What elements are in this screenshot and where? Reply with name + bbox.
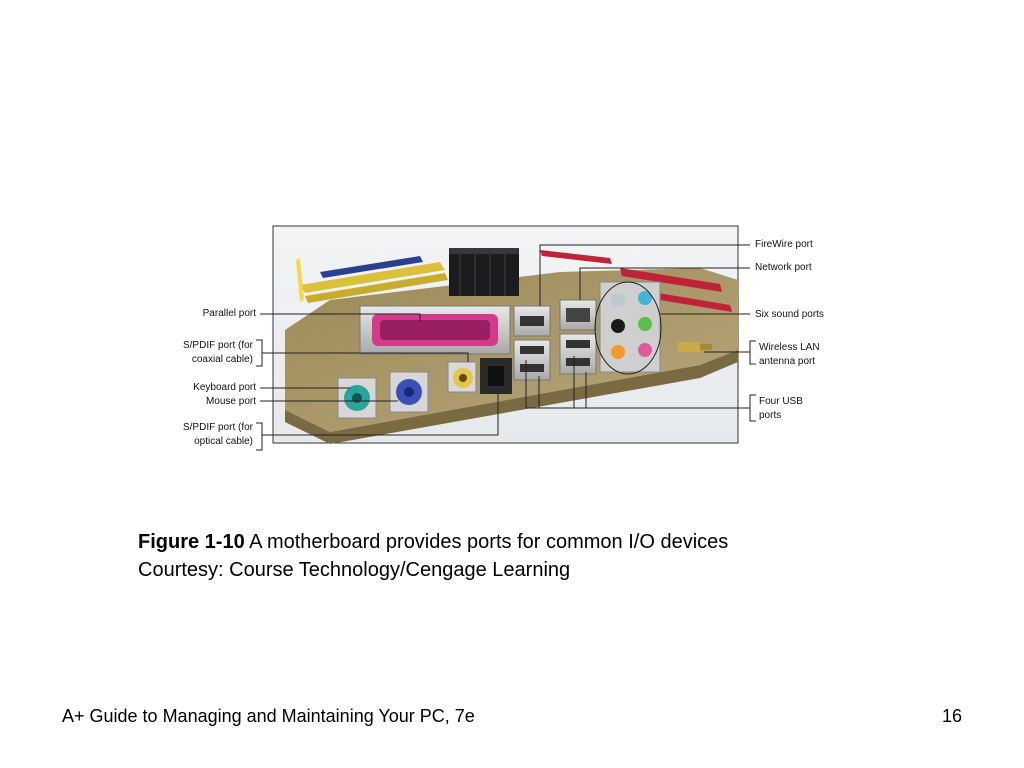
- callout-spdif-optical-line1: S/PDIF port (for: [182, 422, 253, 433]
- parallel-port: [359, 305, 511, 355]
- callout-usb-line2: ports: [759, 410, 782, 421]
- caption-line: Figure 1-10 A motherboard provides ports…: [138, 528, 728, 556]
- sound-ports: [594, 281, 662, 375]
- footer-page-number: 16: [941, 706, 962, 726]
- spdif-coax-port: [447, 361, 477, 393]
- motherboard-photo: [272, 225, 739, 444]
- callout-sound-ports: Six sound ports: [755, 309, 824, 320]
- callout-wlan-line1: Wireless LAN: [759, 342, 820, 353]
- callout-parallel-port: Parallel port: [202, 308, 256, 319]
- caption-text: A motherboard provides ports for common …: [244, 531, 729, 553]
- callout-spdif-optical-line2: optical cable): [194, 436, 253, 447]
- figure-number: Figure 1-10: [138, 531, 245, 553]
- callout-mouse-port: Mouse port: [205, 396, 256, 407]
- callout-firewire-port: FireWire port: [755, 239, 813, 250]
- callout-usb-line1: Four USB: [759, 396, 803, 407]
- wlan-antenna-port: [678, 342, 712, 352]
- usb-ports: [513, 299, 597, 381]
- callout-keyboard-port: Keyboard port: [193, 382, 256, 393]
- callout-wlan-line2: antenna port: [759, 356, 816, 367]
- callout-spdif-coax-line2: coaxial cable): [191, 354, 253, 365]
- figure-caption: Figure 1-10 A motherboard provides ports…: [138, 528, 728, 584]
- callout-spdif-coax-line1: S/PDIF port (for: [182, 340, 253, 351]
- caption-credit: Courtesy: Course Technology/Cengage Lear…: [138, 559, 571, 581]
- spdif-optical-port: [480, 358, 512, 394]
- chipset-heatsink: [449, 248, 519, 296]
- expansion-slots: [296, 256, 448, 303]
- footer-book-title: A+ Guide to Managing and Maintaining You…: [62, 706, 475, 726]
- callout-network-port: Network port: [755, 262, 812, 273]
- ps2-ports: [337, 371, 429, 419]
- callout-lines: [256, 244, 756, 451]
